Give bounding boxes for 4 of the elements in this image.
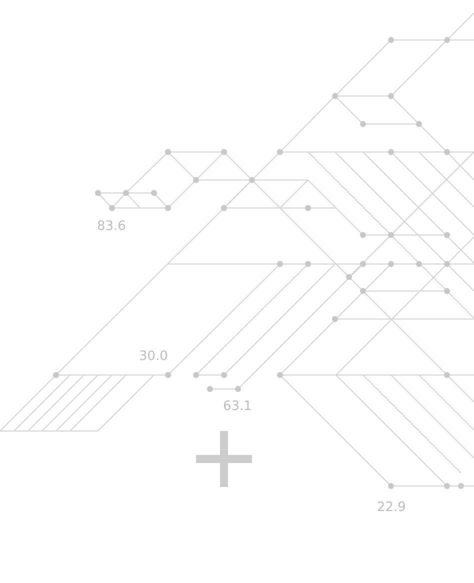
value-label: 22.9: [377, 501, 406, 514]
value-label: 83.6: [97, 220, 126, 233]
value-label: 30.0: [139, 350, 168, 363]
value-label: 63.1: [223, 400, 252, 413]
